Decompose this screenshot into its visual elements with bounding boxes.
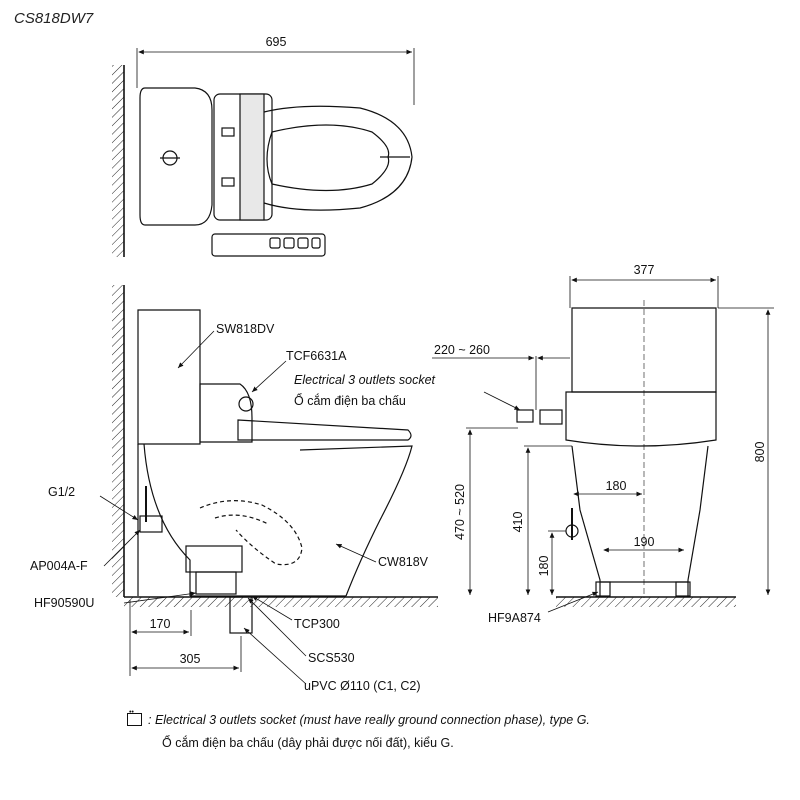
dim-305: 305 [180,652,201,666]
dim-695: 695 [266,35,287,49]
note-socket-vi: Ổ cắm điện ba chấu (dây phải được nối đấ… [162,736,454,750]
tank-side [137,309,201,445]
lid-outline [263,105,413,211]
dim-170: 170 [150,617,171,631]
remote-control [211,233,326,257]
socket-box [516,409,534,423]
dim-180-vertical: 180 [537,556,551,577]
label-tcp300: TCP300 [294,617,340,631]
note-line-1: : Electrical 3 outlets socket (must have… [148,713,590,727]
label-hf90590u: HF90590U [34,596,94,610]
note-socket-en: : Electrical 3 outlets socket (must have… [127,709,590,727]
dim-410: 410 [511,512,525,533]
label-upvc: uPVC Ø110 (C1, C2) [304,679,420,693]
socket-label-en: Electrical 3 outlets socket [294,373,436,387]
floor-hatch-front [556,597,736,607]
label-cw818v: CW818V [378,555,429,569]
socket-callout: Electrical 3 outlets socket Ổ cắm điện b… [294,373,521,411]
label-ap004a: AP004A-F [30,559,88,573]
wall-hatch-top [112,65,124,257]
drain-pipe [229,596,253,634]
side-view: SW818DV TCF6631A G1/2 AP004A-F HF90590U … [30,285,438,693]
wall-hatch-side [112,285,124,597]
seat-front [565,391,717,447]
socket-label-vi: Ổ cắm điện ba chấu [294,393,406,408]
label-g12: G1/2 [48,485,75,499]
dim-377: 377 [634,263,655,277]
dim-470-520: 470 ~ 520 [453,484,467,540]
socket-icon [127,709,142,727]
flange-box [185,545,243,573]
dim-190: 190 [634,535,655,549]
supply-valve [139,515,163,533]
seat-unit-side [199,383,253,443]
trap-outline [199,500,303,566]
front-view: 377 220 ~ 260 800 470 ~ 520 410 180 180 … [432,263,774,625]
bowl-opening [266,124,390,192]
label-hf9a874: HF9A874 [488,611,541,625]
label-scs530: SCS530 [308,651,355,665]
lid-side [237,419,412,441]
dim-220-260: 220 ~ 260 [434,343,490,357]
model-code: CS818DW7 [14,10,94,27]
top-view: 695 [112,35,415,257]
label-sw818dv: SW818DV [216,322,275,336]
dim-800: 800 [753,442,767,463]
tank-top [139,87,213,226]
floor-hatch-side [124,597,438,607]
dim-180-horizontal: 180 [606,479,627,493]
label-tcf6631a: TCF6631A [286,349,347,363]
